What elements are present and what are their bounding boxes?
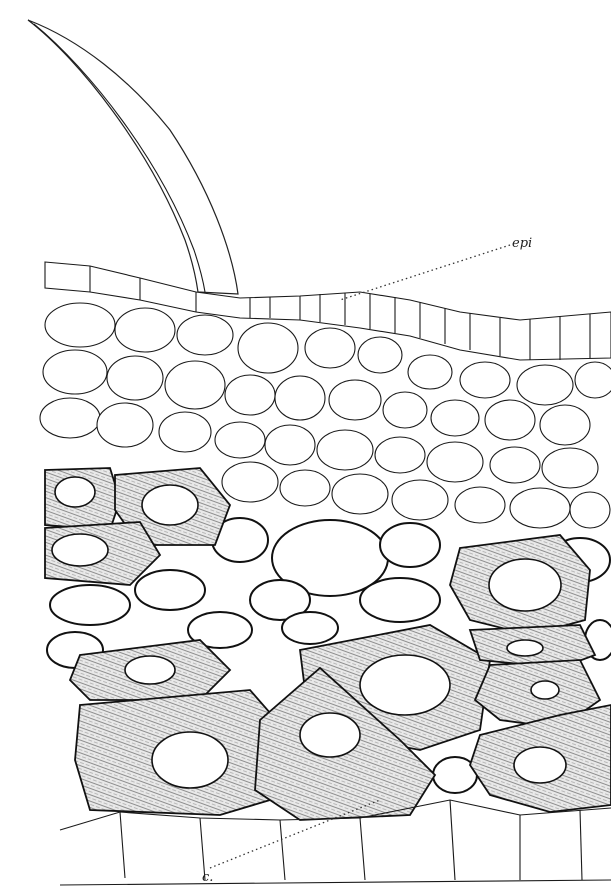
trichome-hair [28, 20, 238, 294]
epidermis-label: epi [512, 237, 532, 250]
epidermis-leader-line [340, 245, 510, 300]
c-label: c. [202, 871, 213, 884]
